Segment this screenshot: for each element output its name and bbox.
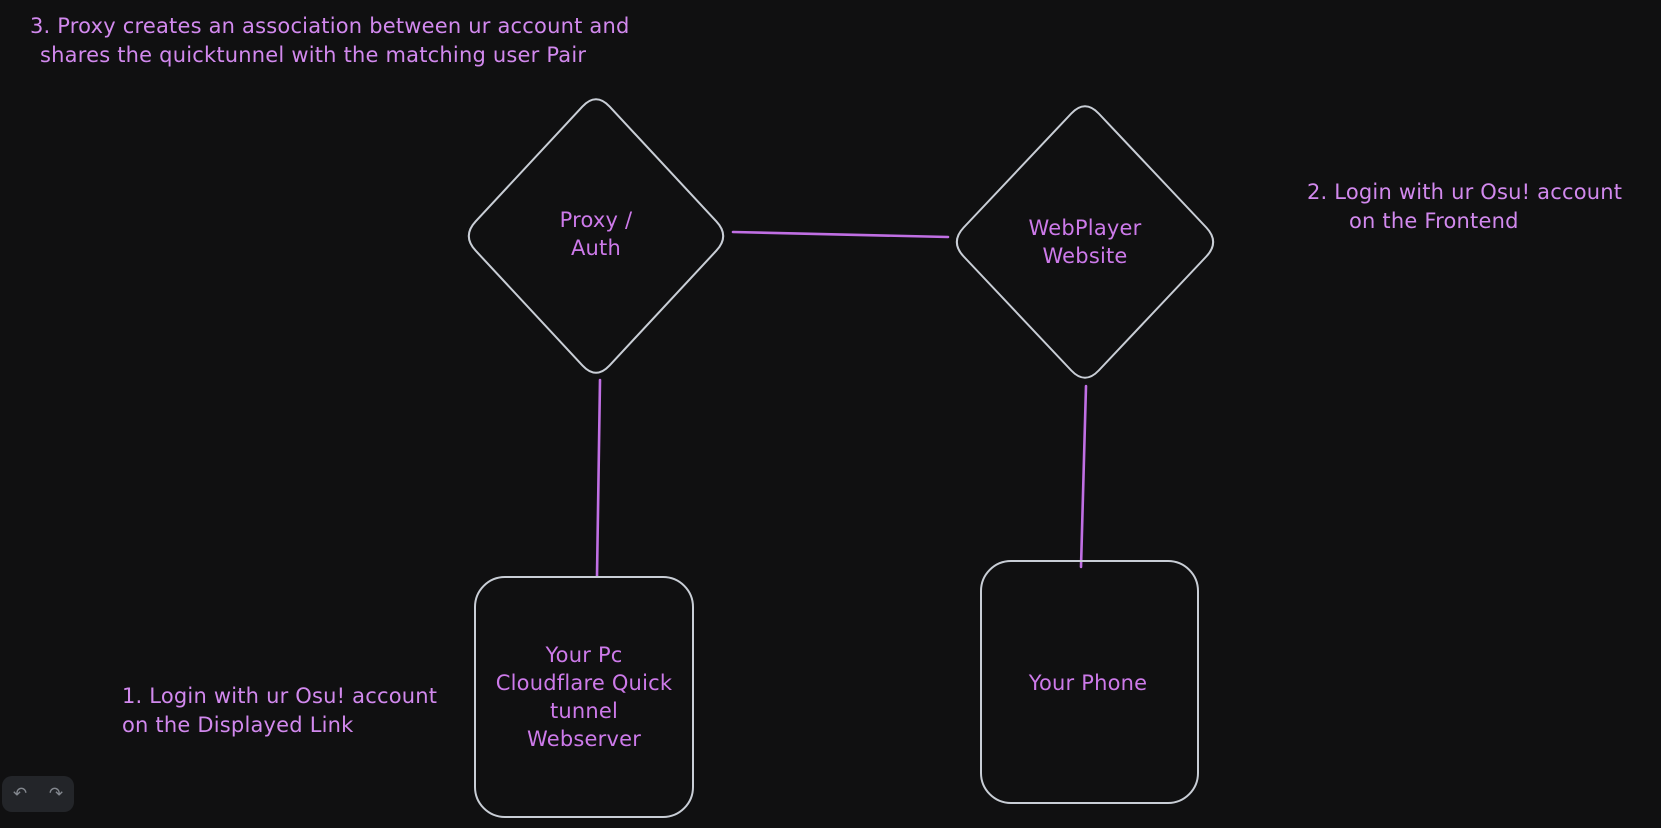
webplayer-label-line-1: WebPlayer	[1028, 216, 1142, 240]
connector-webplayer-to-phone[interactable]	[1079, 384, 1088, 569]
connector-proxy-to-webplayer[interactable]	[731, 230, 950, 239]
undo-icon: ↶	[12, 784, 28, 804]
pc-tunnel-label-line-2: Cloudflare Quick	[495, 671, 673, 695]
proxy-auth-diamond-outline[interactable]	[467, 98, 725, 374]
pc-tunnel-label[interactable]: Your Pc Cloudflare Quick tunnel Webserve…	[474, 641, 694, 753]
note-step-3[interactable]: 3. Proxy creates an association between …	[30, 12, 630, 70]
phone-box-outline[interactable]	[980, 560, 1199, 804]
proxy-auth-label-line-2: Auth	[570, 236, 622, 260]
note-step-3-line-2: shares the quicktunnel with the matching…	[40, 43, 587, 67]
note-step-1-line-2: on the Displayed Link	[122, 713, 354, 737]
pc-tunnel-label-line-3: tunnel	[549, 699, 619, 723]
proxy-auth-label[interactable]: Proxy / Auth	[496, 206, 696, 262]
phone-label-line-1: Your Phone	[1028, 671, 1148, 695]
history-toolbar: ↶ ↷	[2, 776, 74, 812]
redo-icon: ↷	[48, 784, 64, 804]
redo-button[interactable]: ↷	[41, 779, 71, 809]
webplayer-label[interactable]: WebPlayer Website	[985, 214, 1185, 270]
webplayer-diamond-outline[interactable]	[955, 105, 1215, 379]
phone-label[interactable]: Your Phone	[988, 669, 1188, 697]
note-step-2-line-2: on the Frontend	[1349, 209, 1519, 233]
note-step-2[interactable]: 2. Login with ur Osu! account on the Fro…	[1307, 178, 1622, 236]
note-step-2-line-1: 2. Login with ur Osu! account	[1307, 180, 1623, 204]
webplayer-label-line-2: Website	[1042, 244, 1128, 268]
undo-button[interactable]: ↶	[5, 779, 35, 809]
proxy-auth-label-line-1: Proxy /	[559, 208, 633, 232]
note-step-1-line-1: 1. Login with ur Osu! account	[122, 684, 438, 708]
pc-tunnel-label-line-4: Webserver	[526, 727, 642, 751]
pc-tunnel-box-outline[interactable]	[474, 576, 694, 818]
pc-tunnel-label-line-1: Your Pc	[545, 643, 623, 667]
connector-proxy-to-pc[interactable]	[595, 378, 602, 578]
note-step-1[interactable]: 1. Login with ur Osu! account on the Dis…	[122, 682, 437, 740]
note-step-3-line-1: 3. Proxy creates an association between …	[30, 14, 630, 38]
